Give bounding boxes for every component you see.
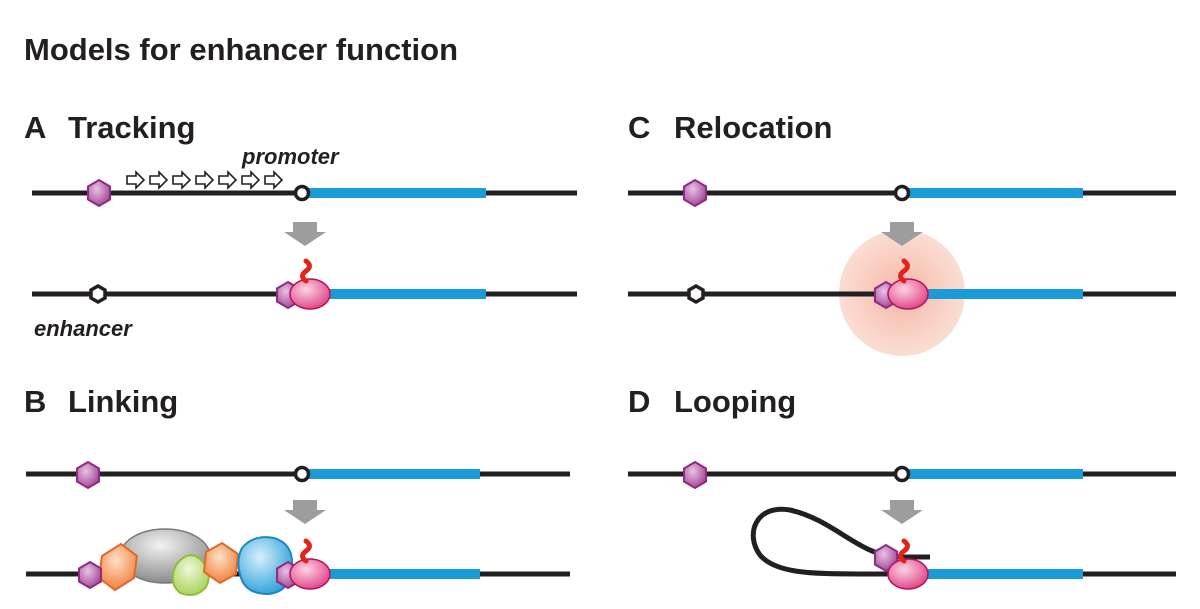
panel-c-header: C Relocation: [628, 110, 832, 145]
enhancer-icon: [76, 460, 100, 490]
tracking-arrow-icon: [149, 170, 169, 190]
enhancer-label: enhancer: [34, 316, 133, 341]
panel-a-header: A Tracking: [24, 110, 196, 145]
tracking-arrows: [126, 170, 284, 190]
panel-b-letter: B: [24, 384, 46, 419]
panel-c-letter: C: [628, 110, 650, 145]
panel-b-header: B Linking: [24, 384, 178, 419]
promoter-label: promoter: [241, 144, 340, 169]
linker-protein-orange-icon: [202, 541, 240, 585]
panel-b-name: Linking: [68, 384, 178, 419]
rna-polymerase-icon: [289, 558, 331, 590]
linker-protein-green-icon: [171, 554, 210, 596]
down-arrow-icon: [284, 222, 326, 246]
rna-transcript-icon: [898, 538, 910, 564]
empty-enhancer-site-icon: [687, 283, 705, 305]
down-arrow-icon: [881, 222, 923, 246]
rna-transcript-icon: [898, 258, 910, 284]
panel-d-name: Looping: [674, 384, 796, 419]
enhancer-icon: [87, 178, 111, 208]
tracking-arrow-icon: [241, 170, 261, 190]
enhancer-icon: [683, 178, 707, 208]
down-arrow-icon: [284, 500, 326, 524]
panel-a-letter: A: [24, 110, 46, 145]
tracking-arrow-icon: [218, 170, 238, 190]
panel-a-diagram: promoter enhancer: [32, 144, 577, 341]
tracking-arrow-icon: [264, 170, 284, 190]
enhancer-icon: [78, 560, 102, 590]
empty-enhancer-site-icon: [89, 283, 107, 305]
tracking-arrow-icon: [126, 170, 146, 190]
panel-d-header: D Looping: [628, 384, 796, 419]
tracking-arrow-icon: [195, 170, 215, 190]
panel-c-name: Relocation: [674, 110, 832, 145]
rna-polymerase-icon: [289, 278, 331, 310]
panel-d-diagram: [628, 460, 1176, 590]
down-arrow-icon: [881, 500, 923, 524]
rna-polymerase-icon: [887, 278, 929, 310]
promoter-icon: [893, 465, 911, 483]
promoter-icon: [893, 184, 911, 202]
rna-polymerase-icon: [887, 558, 929, 590]
enhancer-icon: [683, 460, 707, 490]
panel-b-diagram: [26, 460, 570, 596]
panel-a-name: Tracking: [68, 110, 196, 145]
tracking-arrow-icon: [172, 170, 192, 190]
promoter-icon: [293, 184, 311, 202]
rna-transcript-icon: [300, 258, 312, 284]
panel-c-diagram: [628, 178, 1176, 356]
promoter-icon: [293, 465, 311, 483]
panel-d-letter: D: [628, 384, 650, 419]
rna-transcript-icon: [300, 538, 312, 564]
linker-protein-orange-icon: [97, 542, 139, 592]
page-title: Models for enhancer function: [24, 32, 458, 67]
dna-loop: [750, 506, 930, 577]
